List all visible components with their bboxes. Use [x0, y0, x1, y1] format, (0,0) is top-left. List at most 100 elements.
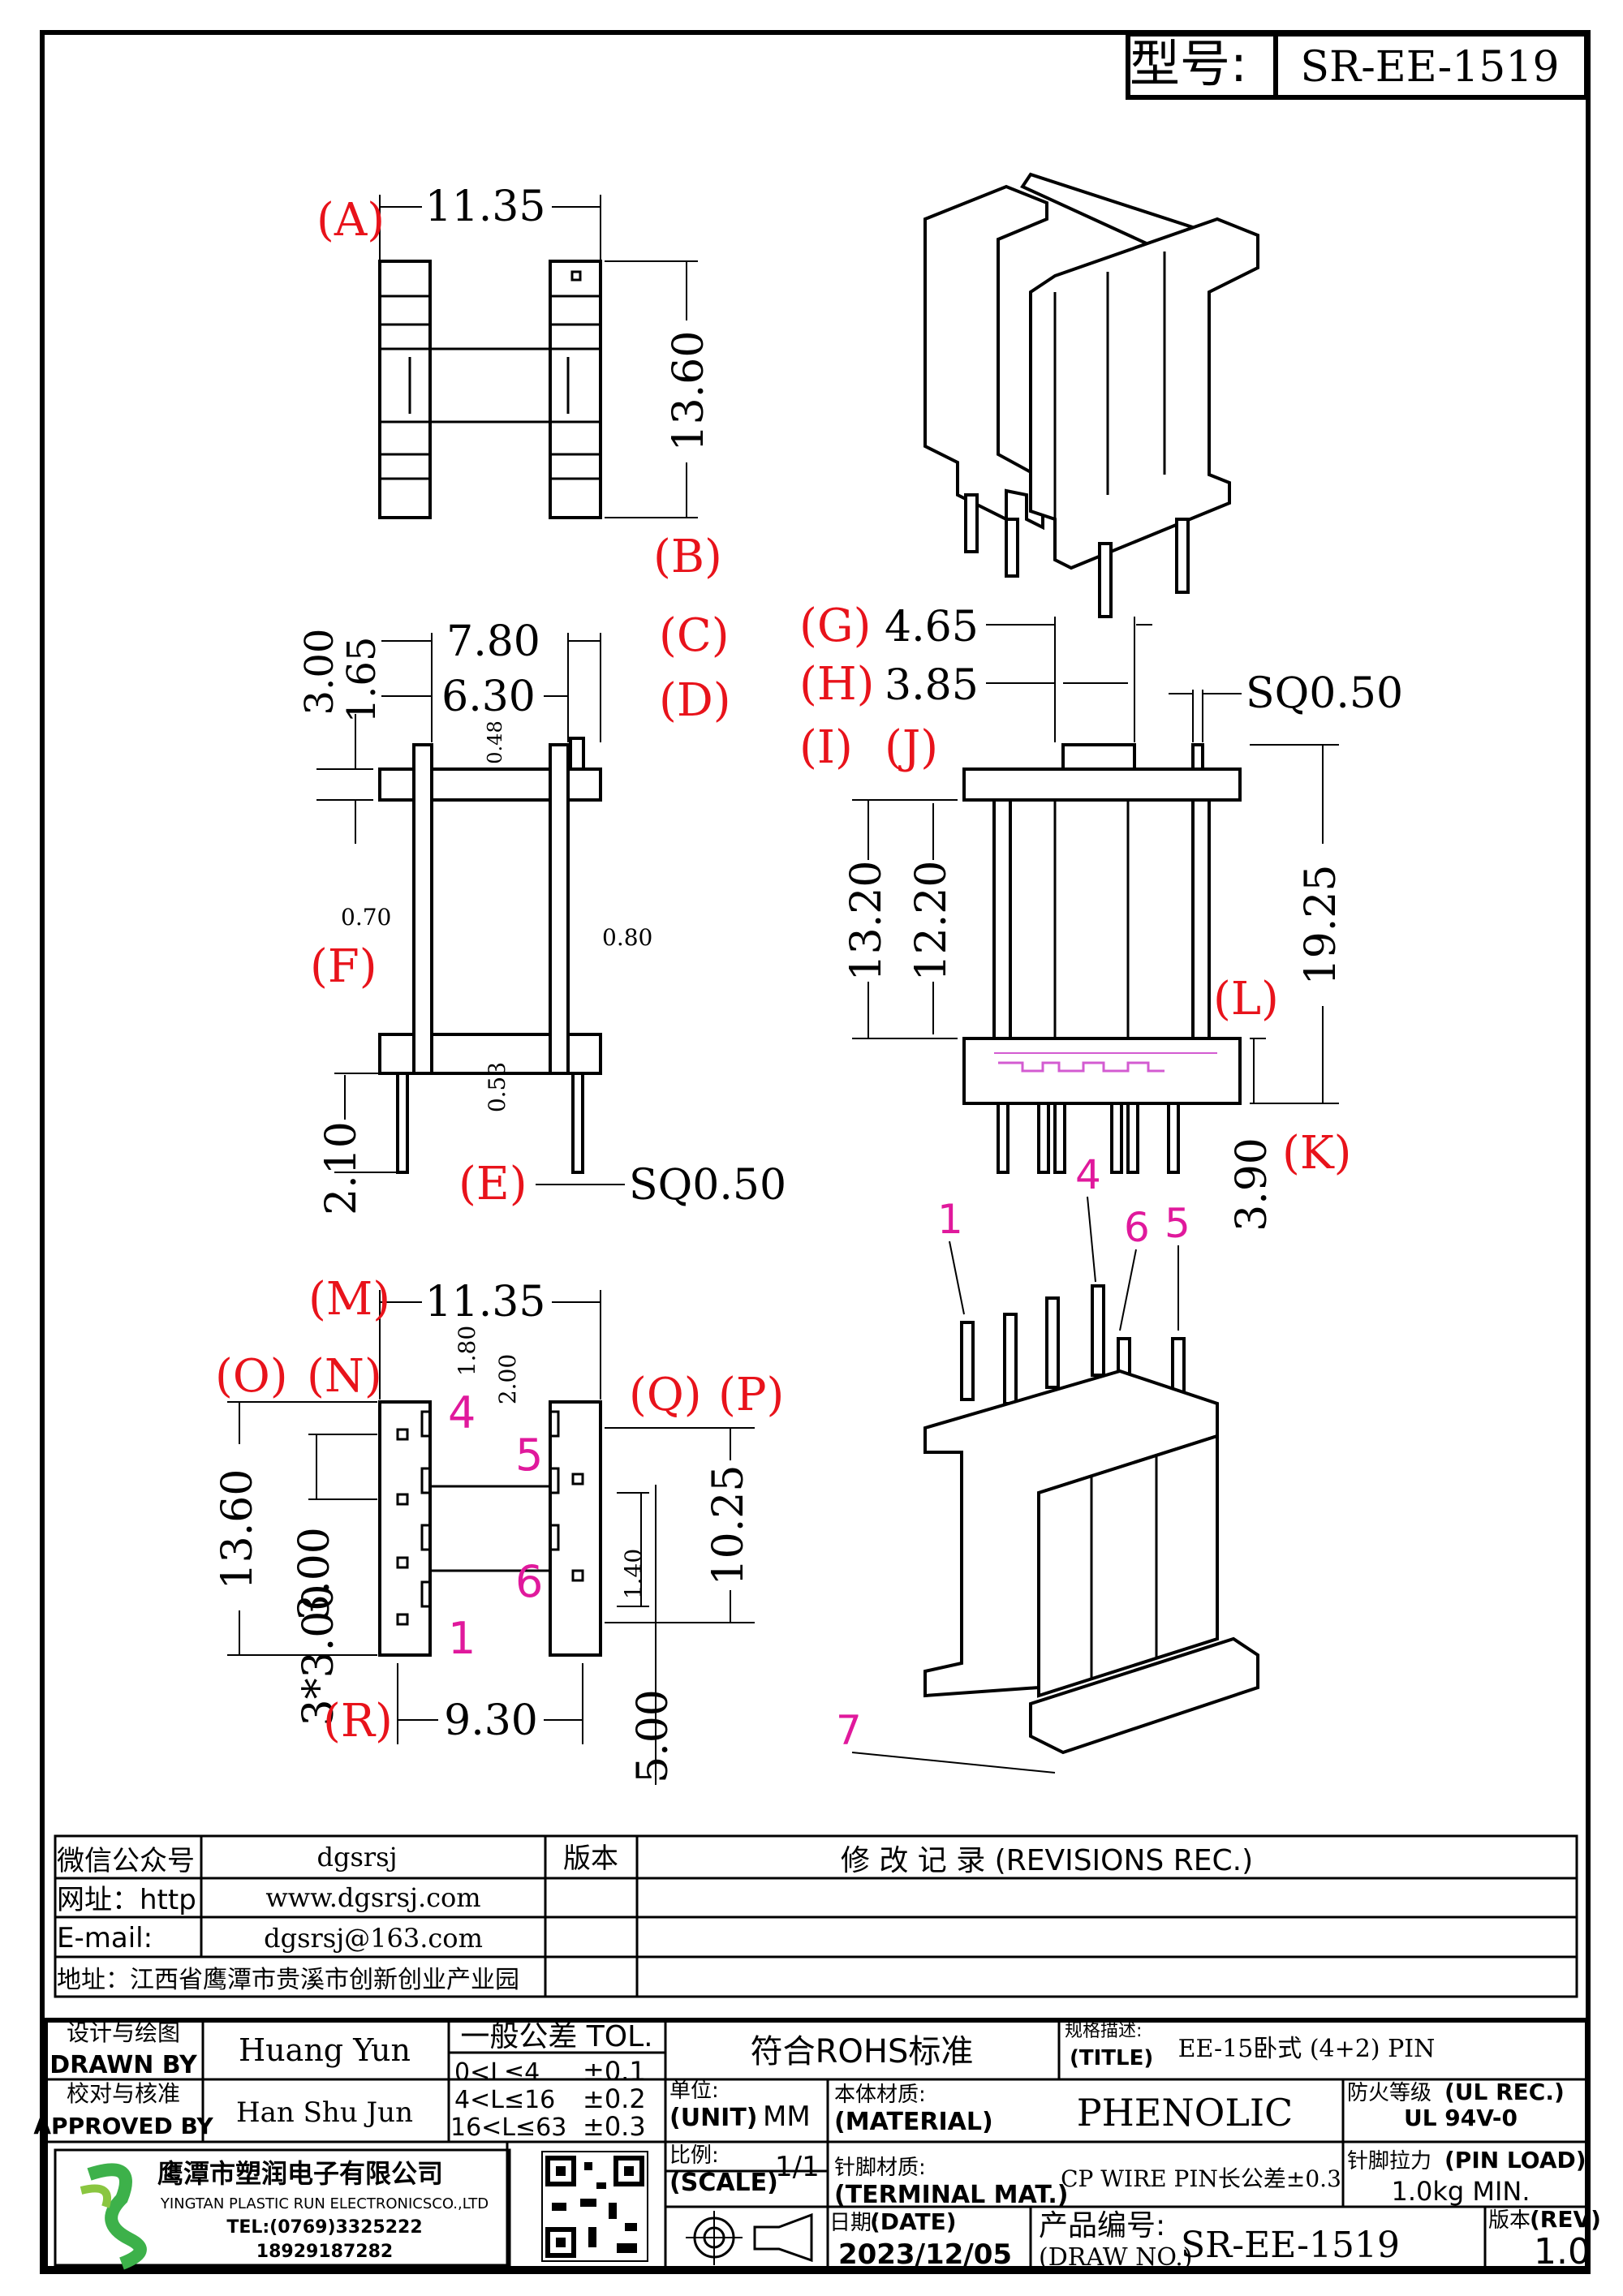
side-dim-048: 0.48	[484, 720, 506, 763]
sheet-border	[40, 30, 1591, 2274]
iso-pin-4: 4	[1075, 1151, 1101, 1198]
label-p: (P)	[718, 1369, 784, 1421]
projection-symbol-icon	[686, 2211, 813, 2265]
spec-en: (TITLE)	[1070, 2046, 1153, 2070]
rev-value: 1.0	[1534, 2231, 1591, 2272]
pinload-value: 1.0kg MIN.	[1391, 2176, 1530, 2207]
bottom-width-dim: 11.35	[425, 1278, 546, 1326]
iso-pin-callouts: 1 4 6 5 7	[836, 1151, 1190, 1774]
side-dim-165: 1.65	[339, 637, 385, 724]
fire-value: UL 94V-0	[1404, 2105, 1518, 2131]
iso-pin-1: 1	[937, 1196, 963, 1243]
side-dim-080: 0.80	[602, 924, 652, 951]
tol-range-1: 0<L≤4	[454, 2058, 540, 2087]
label-h: (H)	[799, 658, 875, 711]
tol-range-2: 4<L≤16	[454, 2086, 555, 2114]
pinload-cn: 针脚拉力	[1347, 2149, 1431, 2173]
company-mobile: 18929187282	[256, 2242, 393, 2262]
label-k: (K)	[1282, 1127, 1352, 1180]
qr-code-icon	[541, 2151, 648, 2262]
material-cn: 本体材质:	[834, 2083, 926, 2107]
rev-en: (REV)	[1530, 2206, 1601, 2233]
bottom-dim-500: 5.00	[629, 1689, 678, 1783]
model-box: 型号: SR-EE-1519	[1126, 32, 1589, 100]
rev-cn: 版本	[1488, 2208, 1530, 2233]
label-b: (B)	[653, 531, 722, 583]
front-dim-390: 3.90	[1228, 1137, 1276, 1232]
label-f: (F)	[310, 940, 377, 993]
front-dim-1220: 12.20	[907, 861, 956, 982]
company-name-cn: 鹰潭市塑润电子有限公司	[157, 2158, 443, 2189]
label-m: (M)	[308, 1273, 390, 1326]
scale-value: 1/1	[775, 2151, 820, 2183]
web-value[interactable]: www.dgsrsj.com	[265, 1882, 480, 1913]
web-label: 网址：http	[57, 1884, 196, 1916]
top-view: 11.35 13.60 (A) (B)	[316, 183, 722, 583]
label-j: (J)	[885, 721, 938, 774]
label-e: (E)	[458, 1158, 527, 1210]
drawn-name: Huang Yun	[239, 2032, 411, 2068]
label-n: (N)	[307, 1350, 382, 1403]
revisions-title: 修 改 记 录 (REVISIONS REC.)	[841, 1844, 1253, 1877]
iso-view-top	[923, 172, 1259, 618]
side-dim-210: 2.10	[317, 1121, 366, 1215]
approved-name: Han Shu Jun	[236, 2096, 413, 2129]
drawno-cn: 产品编号:	[1039, 2209, 1165, 2242]
bottom-pin-6: 6	[515, 1556, 543, 1607]
bottom-dim-200: 2.00	[494, 1354, 521, 1404]
spec-value: EE-15卧式 (4+2) PIN	[1178, 2035, 1436, 2063]
bottom-dim-140: 1.40	[620, 1549, 647, 1599]
bottom-dim-1025: 10.25	[704, 1465, 753, 1586]
label-o: (O)	[215, 1350, 288, 1403]
label-c: (C)	[659, 609, 730, 662]
date-en: (DATE)	[870, 2208, 957, 2235]
iso-pin-5: 5	[1165, 1200, 1190, 1247]
bottom-dim-300: 3.00	[291, 1527, 339, 1621]
label-a: (A)	[316, 194, 385, 247]
tol-value-1: ±0.1	[583, 2056, 646, 2087]
label-r: (R)	[323, 1695, 393, 1748]
address: 地址：江西省鹰潭市贵溪市创新创业产业园	[57, 1966, 519, 1994]
company-name-en: YINGTAN PLASTIC RUN ELECTRONICSCO.,LTD	[160, 2195, 489, 2212]
model-label: 型号:	[1130, 34, 1247, 93]
pinload-en: (PIN LOAD)	[1444, 2147, 1586, 2173]
side-dim-070: 0.70	[341, 904, 391, 931]
email-label: E-mail:	[57, 1922, 153, 1954]
material-en: (MATERIAL)	[834, 2108, 993, 2136]
tol-value-3: ±0.3	[583, 2111, 646, 2142]
label-g: (G)	[799, 600, 871, 652]
drawno-en: (DRAW NO.)	[1039, 2243, 1193, 2272]
rohs: 符合ROHS标准	[751, 2033, 974, 2070]
spec-cn: 规格描述:	[1065, 2021, 1142, 2041]
terminal-cn: 针脚材质:	[834, 2156, 926, 2180]
bottom-pin-5: 5	[515, 1430, 543, 1481]
scale-en: (SCALE)	[669, 2169, 778, 2197]
terminal-en: (TERMINAL MAT.)	[834, 2181, 1068, 2209]
front-dim-1925: 19.25	[1297, 865, 1345, 986]
bottom-view: 11.35 13.60 3.00 3*3.00 1.80 2.00 10.25 …	[213, 1273, 784, 1785]
tol-range-3: 16<L≤63	[450, 2113, 566, 2142]
info-table: 微信公众号 dgsrsj 网址：http www.dgsrsj.com E-ma…	[54, 1834, 1578, 1998]
fire-en: (UL REC.)	[1444, 2079, 1565, 2105]
tol-value-2: ±0.2	[583, 2083, 646, 2114]
bottom-dim-930: 9.30	[444, 1696, 538, 1745]
bottom-pin-4: 4	[448, 1387, 476, 1438]
front-view: 4.65 3.85 SQ0.50 13.20 12.20 19.25 3.90 …	[799, 600, 1403, 1232]
fire-cn: 防火等级	[1347, 2081, 1431, 2105]
label-d: (D)	[659, 674, 731, 727]
email-value[interactable]: dgsrsj@163.com	[264, 1923, 483, 1954]
front-dim-1320: 13.20	[842, 861, 891, 982]
bottom-pin-1: 1	[448, 1613, 476, 1664]
front-dim-465: 4.65	[885, 603, 979, 651]
label-q: (Q)	[629, 1369, 702, 1421]
side-dim-053: 0.53	[484, 1062, 510, 1112]
side-dim-300: 3.00	[297, 629, 342, 716]
iso-view-bottom	[923, 1284, 1259, 1755]
company-logo-icon	[80, 2163, 147, 2270]
unit-en: (UNIT)	[669, 2104, 758, 2132]
version-label: 版本	[563, 1842, 618, 1875]
bottom-dim-180: 1.80	[454, 1326, 480, 1376]
iso-pin-7: 7	[836, 1707, 862, 1754]
bottom-height-dim: 13.60	[213, 1469, 262, 1590]
